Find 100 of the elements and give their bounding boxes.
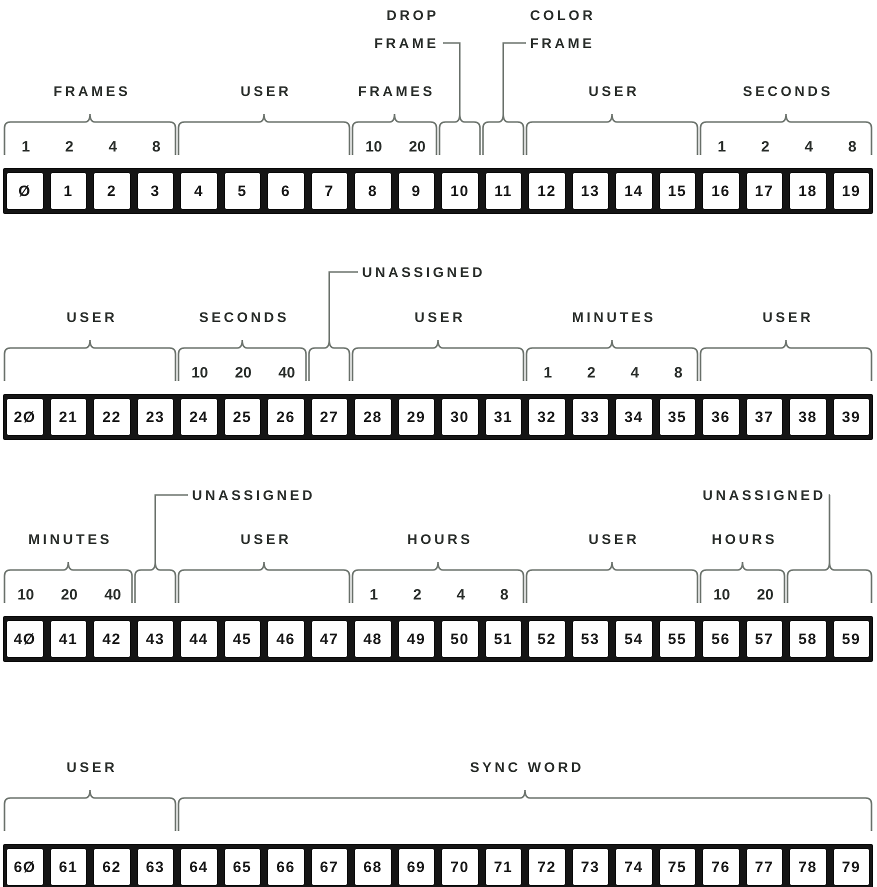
bit-cell: 53 [572,621,608,657]
bit-cell: 34 [616,399,652,435]
field-label: FRAMES [53,83,131,99]
bit-weight: 2 [413,586,422,604]
bit-cell: 13 [572,173,608,209]
bit-cell: 64 [181,849,216,885]
field-label: MINUTES [572,309,656,325]
bit-cell: 39 [834,399,869,435]
bit-weight: 10 [365,138,382,156]
field-label: SECONDS [199,309,290,325]
bit-weight: 4 [108,138,117,156]
bit-cell: 78 [790,849,826,885]
field-label: USER [588,83,640,99]
bit-cell: 45 [224,621,260,657]
bit-weight: 2 [587,364,596,382]
bit-cell: 29 [398,399,434,435]
field-label: HOURS [407,531,473,547]
bit-cell: 66 [268,849,304,885]
bit-cell: 11 [486,173,521,209]
bit-cell: 67 [312,849,347,885]
bit-weight: 2 [761,138,770,156]
field-label: SYNC WORD [470,759,584,775]
leader-text: UNASSIGNED [700,481,826,509]
bit-weight: 20 [234,364,252,382]
bit-weight: 8 [500,586,508,604]
bit-weight: 1 [22,138,30,156]
bit-cell: 14 [616,173,652,209]
bit-weight: 1 [544,364,552,382]
leader-line [502,42,526,114]
bit-cell: 57 [746,621,782,657]
bit-cell: 23 [138,399,173,435]
bit-weight: 1 [718,138,726,156]
bit-weight: 4 [804,138,813,156]
bit-weight: 1 [370,586,378,604]
bit-cell: 56 [703,621,738,657]
bit-cell: 6Ø [7,849,42,885]
field-label: USER [588,531,640,547]
bit-cell: 50 [442,621,478,657]
bit-cell: 51 [486,621,521,657]
bit-cell: 55 [660,621,695,657]
field-label: SECONDS [742,83,834,99]
bit-cell: 22 [94,399,130,435]
field-label: HOURS [712,531,778,547]
bit-cell: 6 [268,173,304,209]
bit-cell: 35 [660,399,695,435]
bit-weight: 20 [408,138,426,156]
field-label: USER [240,83,292,99]
bit-cell: 24 [181,399,216,435]
bit-cell: 33 [572,399,608,435]
bit-weight: 2 [65,138,74,156]
bit-cell: 32 [529,399,564,435]
bit-cell: 2 [94,173,130,209]
bit-cell: 18 [790,173,826,209]
bit-weight: 8 [848,138,856,156]
bit-cell: 36 [703,399,738,435]
leader-text: COLOR FRAME [530,1,598,57]
bit-cell: 77 [746,849,782,885]
bracket [134,561,176,603]
bit-weight: 40 [278,364,296,382]
bit-cell: 70 [442,849,478,885]
bit-cell: 72 [529,849,564,885]
bit-cell: 41 [50,621,86,657]
bracket [308,339,350,381]
bracket [482,113,524,155]
bit-cell: 21 [50,399,86,435]
bit-cell: 16 [703,173,738,209]
bit-weight: 4 [630,364,639,382]
field-label: USER [762,309,814,325]
leader-line [154,494,188,562]
field-label: USER [414,309,466,325]
bit-weight: 4 [456,586,465,604]
bit-cell: 43 [138,621,173,657]
leader-text: DROP FRAME [372,1,439,57]
bit-cell: 26 [268,399,304,435]
bit-cell: 59 [834,621,869,657]
bit-cell: 52 [529,621,564,657]
bit-cell: 25 [224,399,260,435]
field-label: MINUTES [28,531,112,547]
bit-cell: 47 [312,621,347,657]
field-label: USER [66,759,118,775]
leader-line [328,271,358,340]
bit-cell: 5 [224,173,260,209]
bit-cell: 10 [442,173,478,209]
bit-weight: 10 [17,586,34,604]
leader-text: UNASSIGNED [362,258,488,286]
bit-cell: 42 [94,621,130,657]
bit-cell: 12 [529,173,564,209]
bit-cell: Ø [7,173,42,209]
bit-cell: 48 [355,621,390,657]
bit-cell: 37 [746,399,782,435]
leader-line [828,494,831,562]
bracket [438,113,481,155]
bit-weight: 10 [713,586,730,604]
bit-cell: 68 [355,849,390,885]
bit-weight: 10 [191,364,208,382]
bit-cell: 58 [790,621,826,657]
bit-cell: 30 [442,399,478,435]
bit-cell: 9 [398,173,434,209]
bit-cell: 71 [486,849,521,885]
bit-cell: 28 [355,399,390,435]
